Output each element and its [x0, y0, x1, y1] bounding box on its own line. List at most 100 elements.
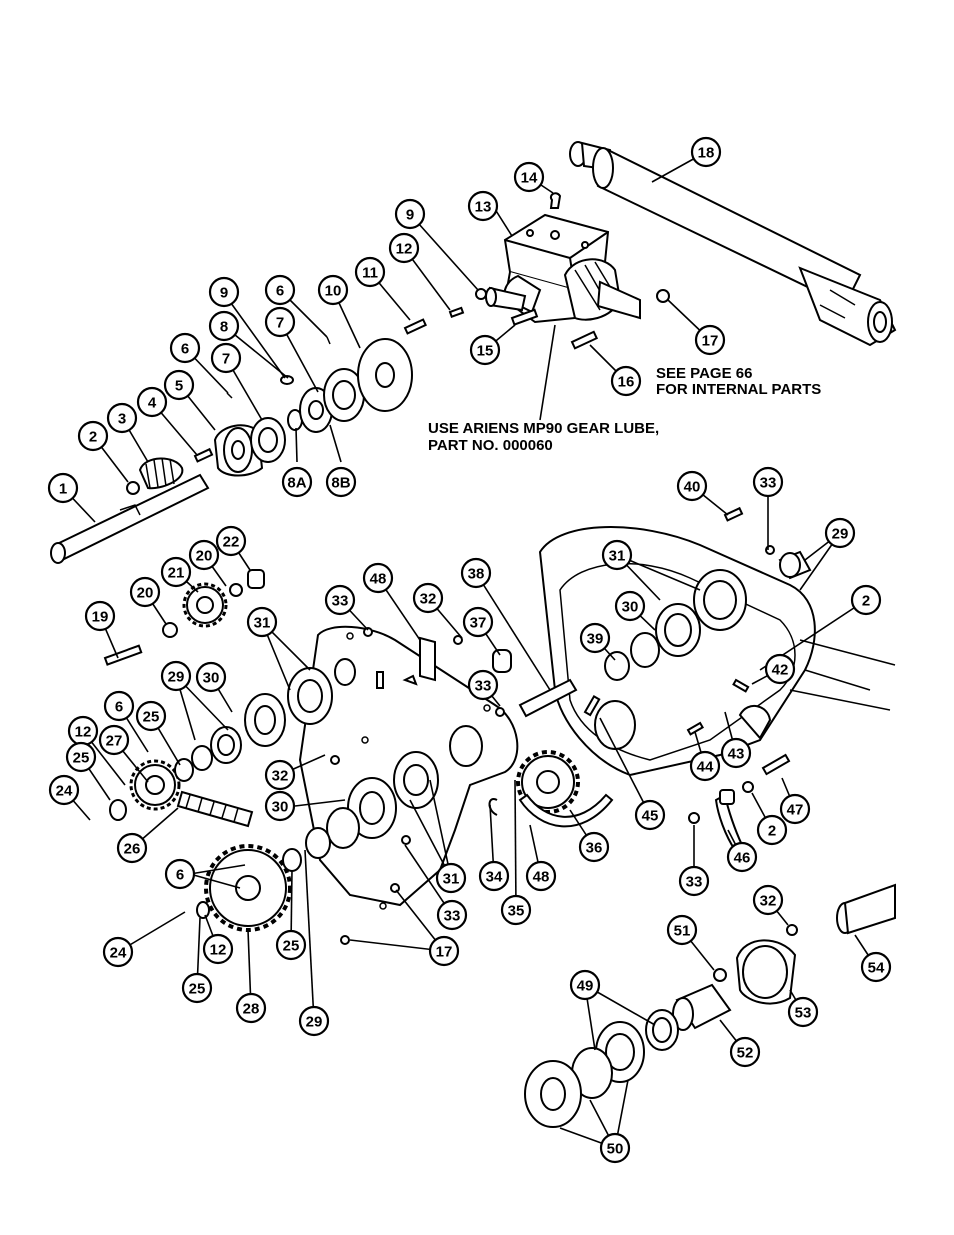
- callout-label: 53: [795, 1005, 812, 1022]
- callout-51: 51: [666, 914, 698, 946]
- callout-circle: [726, 841, 758, 873]
- callout-circle: [246, 606, 278, 638]
- callout-circle: [678, 865, 710, 897]
- callout-circle: [160, 556, 192, 588]
- callout-circle: [666, 914, 698, 946]
- callout-circle: [460, 557, 492, 589]
- callout-42: 42: [764, 653, 796, 685]
- callout-circle: [500, 894, 532, 926]
- callout-circle: [435, 862, 467, 894]
- callout-label: 9: [406, 207, 414, 224]
- callout-16: 16: [610, 365, 642, 397]
- callout-22: 22: [215, 525, 247, 557]
- callout-label: 48: [533, 869, 550, 886]
- callout-label: 8B: [331, 475, 350, 492]
- callout-circle: [215, 525, 247, 557]
- callout-label: 22: [223, 534, 240, 551]
- callout-13: 13: [467, 190, 499, 222]
- callout-1: 1: [47, 472, 79, 504]
- callout-circle: [689, 750, 721, 782]
- callout-circle: [787, 996, 819, 1028]
- callout-label: 2: [768, 823, 776, 840]
- callout-label: 33: [760, 475, 777, 492]
- callout-circle: [210, 342, 242, 374]
- callout-circle: [354, 256, 386, 288]
- callout-7: 7: [210, 342, 242, 374]
- callout-32: 32: [412, 582, 444, 614]
- callout-11: 11: [354, 256, 386, 288]
- callout-43: 43: [720, 737, 752, 769]
- callout-circle: [729, 1036, 761, 1068]
- callout-circle: [281, 466, 313, 498]
- callout-15: 15: [469, 334, 501, 366]
- callout-label: 49: [577, 978, 594, 995]
- callout-label: 25: [189, 981, 206, 998]
- callout-circle: [103, 690, 135, 722]
- callout-circle: [467, 669, 499, 701]
- callout-30: 30: [195, 661, 227, 693]
- callout-circle: [136, 386, 168, 418]
- callout-24: 24: [102, 936, 134, 968]
- callout-label: 46: [734, 850, 751, 867]
- callout-circle: [264, 759, 296, 791]
- callout-label: 24: [56, 783, 73, 800]
- callout-48: 48: [525, 860, 557, 892]
- callout-circle: [208, 310, 240, 342]
- callout-circle: [164, 858, 196, 890]
- callout-6: 6: [164, 858, 196, 890]
- callout-label: 6: [181, 341, 189, 358]
- callout-label: 29: [306, 1014, 323, 1031]
- callout-label: 17: [436, 944, 453, 961]
- callout-20: 20: [188, 539, 220, 571]
- callout-21: 21: [160, 556, 192, 588]
- callout-circle: [694, 324, 726, 356]
- chain-case-right: [538, 526, 896, 777]
- callout-circle: [469, 334, 501, 366]
- callout-32: 32: [264, 759, 296, 791]
- callout-circle: [298, 1005, 330, 1037]
- callout-label: 36: [586, 840, 603, 857]
- callout-46: 46: [726, 841, 758, 873]
- callout-label: 30: [272, 799, 289, 816]
- callout-label: 1: [59, 481, 67, 498]
- callout-25: 25: [181, 972, 213, 1004]
- callout-12: 12: [202, 933, 234, 965]
- callout-label: 35: [508, 903, 525, 920]
- callout-label: 7: [222, 351, 230, 368]
- callout-17: 17: [694, 324, 726, 356]
- callout-label: 14: [521, 170, 538, 187]
- callout-7: 7: [264, 306, 296, 338]
- callout-circle: [362, 562, 394, 594]
- callout-circle: [690, 136, 722, 168]
- callout-label: 45: [642, 808, 659, 825]
- callout-circle: [188, 539, 220, 571]
- note-gear-lube: USE ARIENS MP90 GEAR LUBE,: [428, 420, 659, 437]
- callout-circle: [578, 831, 610, 863]
- callout-circle: [601, 539, 633, 571]
- callout-circle: [48, 774, 80, 806]
- callout-circle: [752, 466, 784, 498]
- callout-circle: [160, 660, 192, 692]
- callout-circle: [135, 700, 167, 732]
- callout-26: 26: [116, 832, 148, 864]
- callout-circle: [569, 969, 601, 1001]
- callout-label: 20: [137, 585, 154, 602]
- callout-circle: [102, 936, 134, 968]
- callout-label: 34: [486, 869, 503, 886]
- callout-circle: [436, 899, 468, 931]
- callout-27: 27: [98, 724, 130, 756]
- callout-label: 25: [143, 709, 160, 726]
- callout-label: 19: [92, 609, 109, 626]
- callout-9: 9: [394, 198, 426, 230]
- callout-36: 36: [578, 831, 610, 863]
- callout-label: 33: [332, 593, 349, 610]
- callout-label: 26: [124, 841, 141, 858]
- callout-14: 14: [513, 161, 545, 193]
- callout-circle: [850, 584, 882, 616]
- callout-circle: [614, 590, 646, 622]
- callout-label: 32: [420, 591, 437, 608]
- callout-circle: [208, 276, 240, 308]
- callout-25: 25: [65, 741, 97, 773]
- callout-10: 10: [317, 274, 349, 306]
